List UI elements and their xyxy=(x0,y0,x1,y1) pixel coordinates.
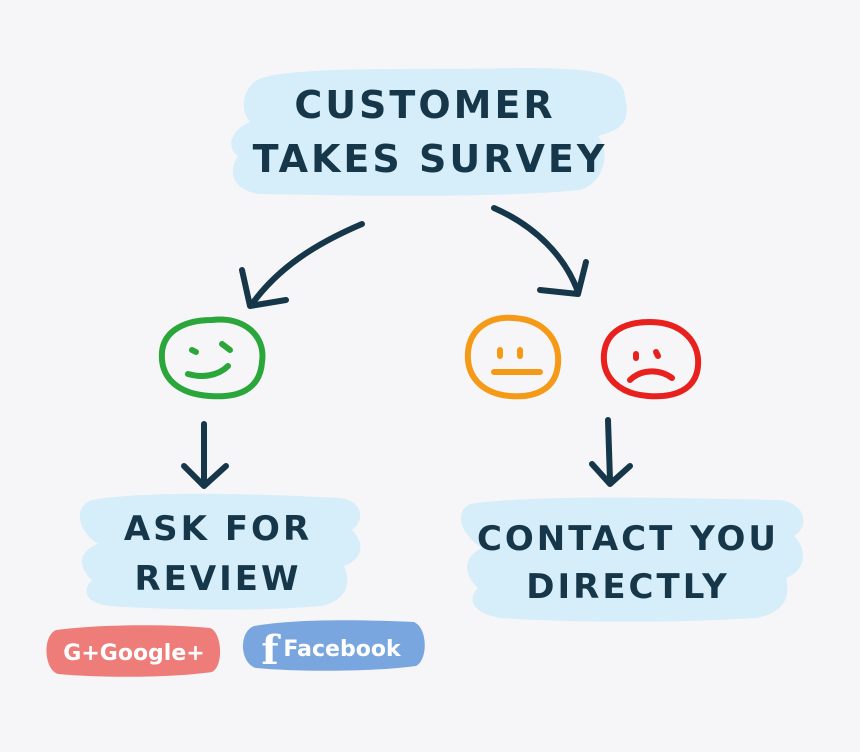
contact-directly-line1: CONTACT YOU xyxy=(477,519,779,559)
contact-directly-line2: DIRECTLY xyxy=(526,567,729,607)
happy-face-outline xyxy=(158,316,266,400)
ask-review-node: ASK FOR REVIEW xyxy=(79,493,361,610)
facebook-f-icon: f xyxy=(261,627,281,674)
arrow-to-unhappy-head xyxy=(537,259,589,297)
arrow-to-happy-head xyxy=(239,267,289,309)
ask-review-node-background xyxy=(79,493,361,610)
neutral-face-outline xyxy=(464,314,562,400)
sad-face-outline xyxy=(600,318,702,400)
ask-review-line2: REVIEW xyxy=(134,559,301,599)
facebook-button[interactable]: f Facebook xyxy=(242,620,425,674)
start-node: CUSTOMER TAKES SURVEY xyxy=(231,68,627,196)
arrow-to-happy-shaft xyxy=(249,221,365,307)
start-node-background xyxy=(231,68,627,196)
contact-directly-node: CONTACT YOU DIRECTLY xyxy=(460,497,804,622)
happy-face-mouth xyxy=(185,363,231,379)
arrow-to-contact xyxy=(589,417,633,487)
happy-face-eye-left xyxy=(189,347,199,355)
sad-face-mouth xyxy=(627,368,675,383)
happy-face-icon xyxy=(158,316,266,400)
start-node-line1: CUSTOMER xyxy=(294,83,555,127)
start-node-line2: TAKES SURVEY xyxy=(253,137,608,181)
contact-directly-node-background xyxy=(460,497,804,622)
arrow-to-unhappy-shaft xyxy=(491,205,581,295)
neutral-face-icon xyxy=(464,314,562,400)
facebook-button-label: Facebook xyxy=(283,637,402,662)
google-plus-icon: G+Google+ xyxy=(63,641,204,666)
google-plus-button[interactable]: G+Google+ xyxy=(46,625,221,677)
arrow-to-contact-head xyxy=(589,461,633,487)
arrow-to-ask-review-head xyxy=(181,463,229,489)
happy-face-eye-right xyxy=(219,341,233,353)
facebook-button-background xyxy=(242,620,425,671)
arrow-to-happy xyxy=(239,221,365,309)
sad-face-eye-right xyxy=(653,349,661,359)
google-plus-button-background xyxy=(46,625,221,677)
arrow-to-ask-review xyxy=(181,421,229,489)
arrow-to-unhappy xyxy=(491,205,589,297)
ask-review-line1: ASK FOR xyxy=(124,509,312,549)
arrow-to-contact-shaft xyxy=(605,417,613,483)
sad-face-icon xyxy=(600,318,702,400)
